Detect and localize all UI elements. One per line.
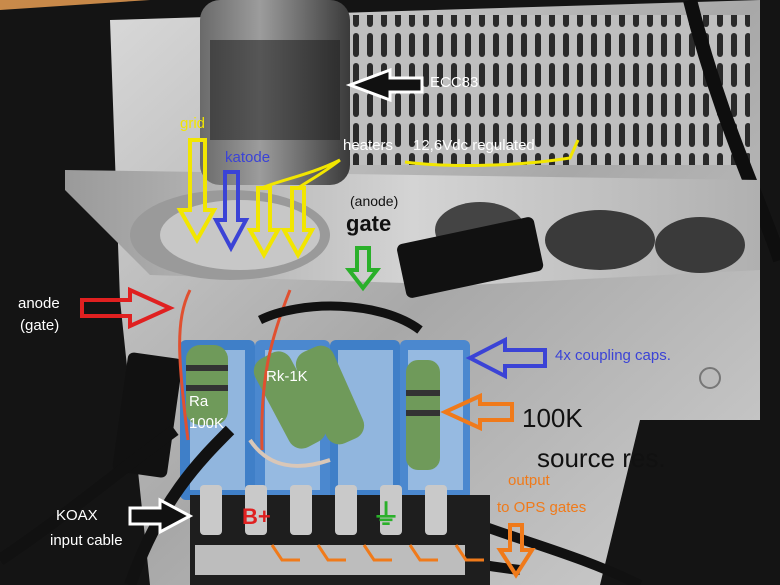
heater-leader bbox=[261, 158, 341, 190]
arrow-coupling-caps bbox=[465, 336, 547, 380]
koax-cable-2 bbox=[124, 425, 235, 585]
terminal-lug bbox=[335, 485, 357, 535]
arrow-tube bbox=[345, 67, 424, 103]
heater-wire bbox=[248, 438, 331, 468]
label-ground: ⏚ bbox=[372, 499, 401, 530]
resistor-source-band bbox=[406, 390, 440, 396]
label-anode-gate: (gate) bbox=[20, 317, 60, 334]
left-pin-connector bbox=[112, 352, 183, 478]
red-wire-left bbox=[178, 289, 192, 441]
label-heaters-spec: 12,6Vdc regulated bbox=[413, 137, 535, 154]
terminal-lug bbox=[380, 485, 402, 535]
koax-cable bbox=[0, 425, 179, 565]
label-grid: grid bbox=[180, 115, 206, 132]
label-coupling-caps: 4x coupling caps. bbox=[555, 347, 671, 364]
label-gate: gate bbox=[346, 211, 392, 236]
label-ra-value: 100K bbox=[189, 415, 225, 432]
arrow-heater-2 bbox=[280, 186, 316, 260]
label-ra: Ra bbox=[189, 393, 209, 410]
label-anode-paren: (anode) bbox=[350, 193, 399, 209]
label-koax-sub: input cable bbox=[50, 532, 123, 549]
label-source-res-text: source res. bbox=[537, 443, 666, 473]
resistor-rk-1 bbox=[253, 351, 327, 449]
arrow-output bbox=[496, 523, 536, 579]
terminal-lug bbox=[290, 485, 312, 535]
black-wire-top bbox=[257, 301, 423, 334]
arrow-heater-1 bbox=[246, 186, 282, 260]
resistor-source-band bbox=[406, 410, 440, 416]
heaters-underline bbox=[404, 139, 580, 167]
arrow-katode bbox=[212, 170, 250, 253]
rear-cable bbox=[683, 0, 780, 263]
label-koax: KOAX bbox=[56, 507, 98, 524]
plate-hole-1 bbox=[545, 210, 655, 270]
arrow-gate bbox=[344, 246, 382, 292]
output-trace-markers bbox=[270, 544, 484, 562]
label-anode: anode bbox=[18, 295, 60, 312]
label-output: output bbox=[508, 472, 550, 489]
terminal-lug bbox=[200, 485, 222, 535]
arrow-anode bbox=[80, 286, 175, 330]
plate-hole-2 bbox=[655, 217, 745, 273]
tube-getter-flash bbox=[210, 40, 340, 140]
arrow-source-res bbox=[440, 392, 514, 432]
label-source-res-value: 100K bbox=[522, 403, 583, 433]
label-heaters: heaters bbox=[343, 137, 394, 154]
label-output-sub: to OPS gates bbox=[497, 499, 587, 516]
chassis-screw bbox=[699, 367, 721, 389]
terminal-lug bbox=[425, 485, 447, 535]
resistor-ra-band bbox=[186, 365, 228, 371]
label-rk: Rk-1K bbox=[266, 368, 308, 385]
arrow-grid bbox=[176, 138, 218, 245]
label-tube: ECC83 bbox=[430, 74, 479, 91]
resistor-rk-2 bbox=[295, 345, 365, 445]
arrow-koax bbox=[128, 497, 194, 535]
resistor-ra-band bbox=[186, 385, 228, 391]
label-bplus: B+ bbox=[242, 504, 271, 529]
terminal-lug bbox=[245, 485, 267, 535]
label-katode: katode bbox=[225, 149, 271, 166]
black-pin-connector bbox=[397, 217, 544, 298]
